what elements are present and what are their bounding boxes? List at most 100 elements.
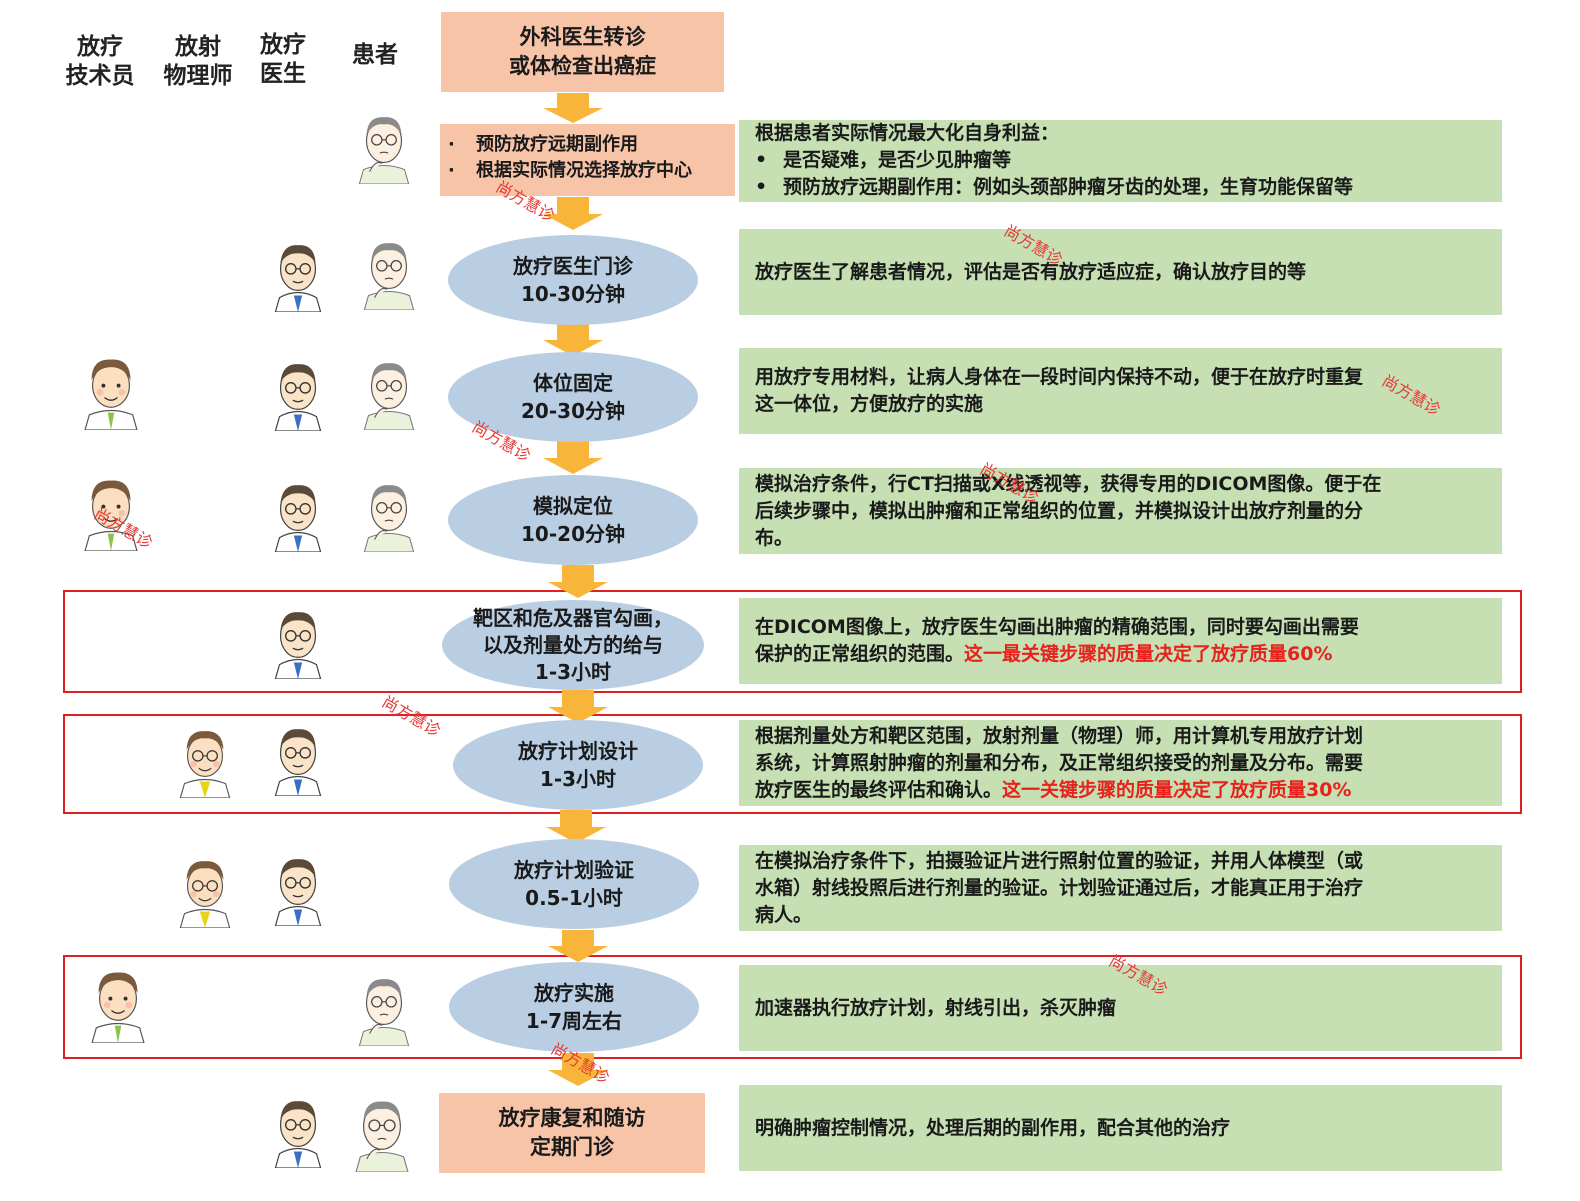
desc-simulation-line1: 模拟治疗条件，行CT扫描或X线透视等，获得专用的DICOM图像。便于在	[755, 472, 1382, 495]
header-physicist-line2: 物理师	[163, 63, 233, 89]
desc-verify-line3: 病人。	[755, 903, 813, 926]
header-therapist-line1: 放疗	[77, 34, 123, 60]
header-physicist-line1: 放射	[175, 34, 221, 60]
header-patient: 患者	[335, 41, 415, 70]
patient-avatar-icon	[350, 110, 418, 184]
desc-contour-line1: 在DICOM图像上，放疗医生勾画出肿瘤的精确范围，同时要勾画出需要	[755, 616, 1359, 638]
desc-contour: 在DICOM图像上，放疗医生勾画出肿瘤的精确范围，同时要勾画出需要 保护的正常组…	[739, 598, 1502, 684]
doctor-avatar-icon	[267, 605, 329, 679]
header-doctor-line2: 医生	[260, 61, 306, 87]
desc-immobilize: 用放疗专用材料，让病人身体在一段时间内保持不动，便于在放疗时重复 这一体位，方便…	[739, 348, 1502, 434]
desc-plan: 根据剂量处方和靶区范围，放射剂量（物理）师，用计算机专用放疗计划 系统，计算照射…	[739, 720, 1502, 806]
doctor-avatar-icon	[267, 722, 329, 796]
step-followup-line1: 放疗康复和随访	[498, 1106, 646, 1130]
desc-verify-line2: 水箱）射线投照后进行剂量的验证。计划验证通过后，才能真正用于治疗	[755, 876, 1364, 899]
step-treat-line2: 1-7周左右	[525, 1009, 623, 1033]
desc-followup-line1: 明确肿瘤控制情况，处理后期的副作用，配合其他的治疗	[755, 1116, 1231, 1139]
desc-simulation: 模拟治疗条件，行CT扫描或X线透视等，获得专用的DICOM图像。便于在 后续步骤…	[739, 468, 1502, 554]
desc-immobilize-line2: 这一体位，方便放疗的实施	[755, 393, 984, 415]
desc-verify-line1: 在模拟治疗条件下，拍摄验证片进行照射位置的验证，并用人体模型（或	[755, 849, 1364, 872]
step-immobilize: 体位固定 20-30分钟	[448, 352, 698, 442]
step-clinic: 放疗医生门诊 10-30分钟	[448, 235, 698, 325]
arrow-5	[548, 565, 608, 598]
desc-treat: 加速器执行放疗计划，射线引出，杀灭肿瘤	[739, 965, 1502, 1051]
step-plan-line2: 1-3小时	[539, 767, 617, 791]
step-clinic-line1: 放疗医生门诊	[513, 254, 633, 278]
desc-prep-bullet-1: 是否疑难，是否少见肿瘤等	[755, 147, 1486, 174]
key-step-frame-contour	[63, 590, 1522, 693]
arrow-2	[543, 197, 603, 230]
step-simulation-line1: 模拟定位	[533, 494, 613, 518]
patient-avatar-icon	[355, 356, 423, 430]
step-treat-line1: 放疗实施	[534, 981, 614, 1005]
desc-plan-line2: 系统，计算照射肿瘤的剂量和分布，及正常组织接受的剂量及分布。需要	[755, 751, 1364, 774]
step-treat: 放疗实施 1-7周左右	[449, 962, 699, 1052]
step-contour-line3: 1-3小时	[534, 659, 612, 684]
doctor-avatar-icon	[267, 478, 329, 552]
arrow-9	[548, 1053, 608, 1086]
step-start-line2: 或体检查出癌症	[509, 54, 656, 78]
desc-verify: 在模拟治疗条件下，拍摄验证片进行照射位置的验证，并用人体模型（或 水箱）射线投照…	[739, 845, 1502, 931]
desc-plan-key-note: 这一关键步骤的质量决定了放疗质量30%	[1002, 778, 1352, 801]
step-prep: 预防放疗远期副作用 根据实际情况选择放疗中心	[440, 124, 735, 196]
step-plan-line1: 放疗计划设计	[518, 739, 638, 763]
step-prep-bullet-2: 根据实际情况选择放疗中心	[448, 158, 735, 184]
desc-treat-line1: 加速器执行放疗计划，射线引出，杀灭肿瘤	[755, 996, 1117, 1019]
header-doctor-line1: 放疗	[260, 32, 306, 58]
step-contour: 靶区和危及器官勾画， 以及剂量处方的给与 1-3小时	[442, 600, 704, 690]
step-simulation: 模拟定位 10-20分钟	[448, 475, 698, 565]
header-therapist: 放疗 技术员	[60, 33, 140, 91]
step-start-line1: 外科医生转诊	[519, 25, 646, 49]
desc-followup: 明确肿瘤控制情况，处理后期的副作用，配合其他的治疗	[739, 1085, 1502, 1171]
arrow-8	[548, 930, 608, 962]
arrow-1	[543, 93, 603, 123]
desc-clinic-line1: 放疗医生了解患者情况，评估是否有放疗适应症，确认放疗目的等	[755, 260, 1307, 283]
step-clinic-line2: 10-30分钟	[521, 282, 625, 306]
step-verify: 放疗计划验证 0.5-1小时	[449, 839, 699, 929]
desc-prep-bullet-2: 预防放疗远期副作用：例如头颈部肿瘤牙齿的处理，生育功能保留等	[755, 174, 1486, 201]
key-step-frame-plan	[63, 714, 1522, 814]
header-doctor: 放疗 医生	[243, 31, 323, 89]
step-prep-bullet-1: 预防放疗远期副作用	[448, 132, 735, 158]
patient-avatar-icon	[355, 478, 423, 552]
step-simulation-line2: 10-20分钟	[521, 522, 625, 546]
desc-clinic: 放疗医生了解患者情况，评估是否有放疗适应症，确认放疗目的等	[739, 229, 1502, 315]
arrow-4	[543, 441, 603, 474]
arrow-7	[546, 810, 606, 843]
step-verify-line1: 放疗计划验证	[514, 858, 634, 882]
step-contour-line1: 靶区和危及器官勾画，	[473, 605, 673, 630]
desc-prep-title: 根据患者实际情况最大化自身利益：	[755, 122, 1060, 144]
arrow-6	[548, 690, 608, 723]
step-followup-line2: 定期门诊	[530, 1135, 614, 1159]
header-patient-line1: 患者	[352, 42, 398, 68]
patient-avatar-icon	[355, 236, 423, 310]
desc-plan-line1: 根据剂量处方和靶区范围，放射剂量（物理）师，用计算机专用放疗计划	[755, 724, 1364, 747]
doctor-avatar-icon	[267, 852, 329, 926]
desc-prep: 根据患者实际情况最大化自身利益： 是否疑难，是否少见肿瘤等 预防放疗远期副作用：…	[739, 120, 1502, 202]
technician-avatar-icon	[77, 352, 145, 430]
doctor-avatar-icon	[267, 238, 329, 312]
step-start: 外科医生转诊 或体检查出癌症	[441, 12, 724, 92]
step-plan: 放疗计划设计 1-3小时	[453, 720, 703, 810]
header-physicist: 放射 物理师	[158, 33, 238, 91]
technician-avatar-icon	[84, 965, 152, 1043]
step-followup: 放疗康复和随访 定期门诊	[439, 1093, 705, 1173]
patient-avatar-icon	[350, 972, 418, 1046]
key-step-frame-treat	[63, 955, 1522, 1059]
step-immobilize-line1: 体位固定	[533, 371, 613, 395]
desc-simulation-line3: 布。	[755, 526, 794, 549]
step-contour-line2: 以及剂量处方的给与	[483, 632, 663, 657]
arrow-3	[543, 322, 603, 356]
desc-contour-key-note: 这一最关键步骤的质量决定了放疗质量60%	[964, 643, 1333, 665]
doctor-avatar-icon	[267, 1094, 329, 1168]
desc-simulation-line2: 后续步骤中，模拟出肿瘤和正常组织的位置，并模拟设计出放疗剂量的分	[755, 499, 1364, 522]
step-immobilize-line2: 20-30分钟	[521, 399, 625, 423]
header-therapist-line2: 技术员	[65, 63, 135, 89]
patient-avatar-icon	[346, 1094, 418, 1172]
desc-plan-line3: 放疗医生的最终评估和确认。	[755, 778, 1003, 801]
doctor-avatar-icon	[267, 357, 329, 431]
desc-contour-line2: 保护的正常组织的范围。	[755, 643, 965, 665]
physicist-avatar-icon	[172, 854, 238, 928]
step-verify-line2: 0.5-1小时	[525, 886, 623, 910]
